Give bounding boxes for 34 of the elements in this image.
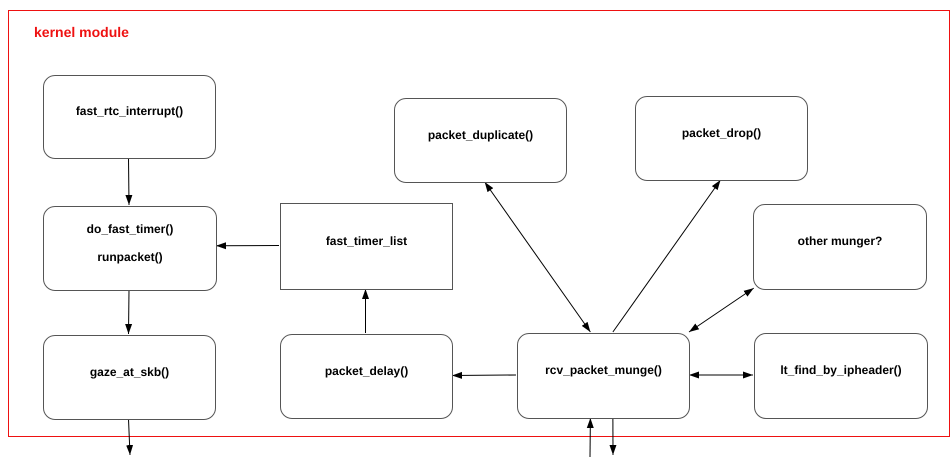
arrow <box>126 418 134 456</box>
function-box <box>635 96 808 181</box>
function-box <box>394 98 567 183</box>
arrow <box>362 288 369 334</box>
function-name: other munger? <box>798 233 882 250</box>
frame-title: kernel module <box>34 23 129 42</box>
arrow <box>609 418 616 456</box>
function-name: packet_delay() <box>324 362 408 380</box>
arrow <box>452 372 516 379</box>
arrow <box>216 242 280 250</box>
function-name: gaze_at_skb() <box>90 364 170 380</box>
function-box <box>280 334 453 419</box>
arrow <box>688 288 754 332</box>
function-name: rcv_packet_munge() <box>545 362 662 379</box>
function-box <box>43 75 216 159</box>
function-name: fast_rtc_interrupt() <box>76 103 184 120</box>
arrow <box>586 418 594 458</box>
function-box <box>43 206 217 291</box>
function-box <box>753 204 927 290</box>
function-name: packet_duplicate() <box>428 126 534 144</box>
arrow <box>612 180 721 332</box>
arrow <box>125 158 132 206</box>
arrow <box>125 290 132 334</box>
function-box <box>517 333 690 419</box>
list-box <box>280 203 453 290</box>
function-box <box>43 335 216 420</box>
function-box <box>754 333 928 419</box>
arrow <box>484 182 591 332</box>
function-name: lt_find_by_ipheader() <box>780 362 902 379</box>
arrow <box>688 372 754 378</box>
function-name: fast_timer_list <box>326 232 408 250</box>
function-name: do_fast_timer() <box>86 220 174 238</box>
function-name: packet_drop() <box>682 124 762 142</box>
function-name: runpacket() <box>97 248 163 266</box>
